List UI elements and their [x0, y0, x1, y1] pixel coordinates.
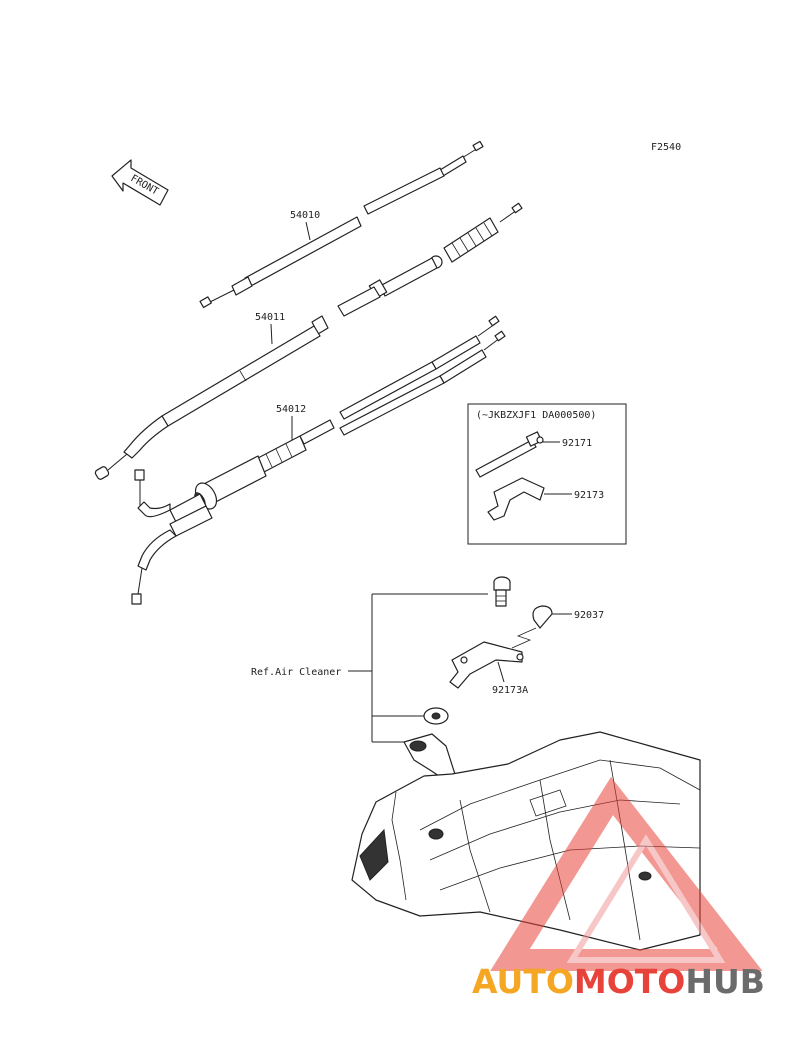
part-label-54011: 54011	[255, 312, 285, 323]
inset-caption: (~JKBZXJF1 DA000500)	[476, 410, 596, 421]
watermark-moto: MOTO	[573, 962, 686, 1001]
figure-code: F2540	[651, 142, 681, 153]
washer	[423, 707, 449, 725]
cable-54011-lower	[94, 315, 329, 480]
part-label-92037: 92037	[574, 610, 604, 621]
cable-54010	[199, 140, 484, 309]
part-label-92173: 92173	[574, 490, 604, 501]
part-label-92171: 92171	[562, 438, 592, 449]
part-label-92173a: 92173A	[492, 685, 528, 696]
bolt	[493, 576, 511, 607]
part-label-54012: 54012	[276, 404, 306, 415]
front-direction-arrow-icon: FRONT	[111, 159, 169, 206]
triangle-logo-icon	[490, 776, 763, 971]
part-label-54010: 54010	[290, 210, 320, 221]
reference-bracket: Ref.Air Cleaner	[251, 593, 488, 743]
clip-92037: 92037	[511, 605, 604, 649]
watermark-brand: AUTOMOTOHUB	[472, 962, 765, 1001]
bracket-92173a: 92173A	[449, 641, 528, 696]
ref-air-cleaner-label: Ref.Air Cleaner	[251, 667, 341, 678]
watermark-auto: AUTO	[472, 962, 574, 1001]
cable-54012	[131, 315, 506, 605]
cable-54011-upper	[337, 202, 523, 317]
inset-box: (~JKBZXJF1 DA000500) 92171 92173	[467, 403, 627, 545]
watermark-hub: HUB	[685, 962, 765, 1001]
